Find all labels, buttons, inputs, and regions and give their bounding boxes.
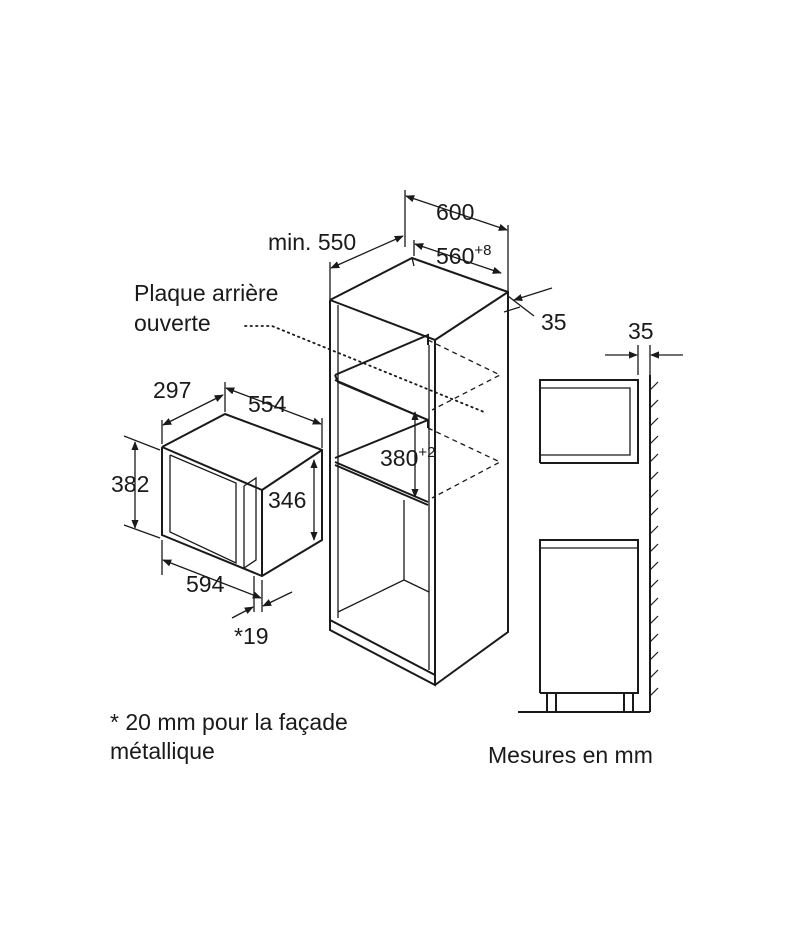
label-382: 382 (111, 471, 149, 497)
wall-hatch (649, 381, 659, 697)
footnote-line-2: métallique (110, 738, 215, 764)
label-600: 600 (436, 199, 474, 225)
units-note: Mesures en mm (488, 742, 653, 768)
label-back-plate-2: ouverte (134, 310, 211, 336)
label-554: 554 (248, 391, 287, 417)
footnote-line-1: * 20 mm pour la façade (110, 709, 348, 735)
back-plate-leader (244, 325, 485, 413)
label-297: 297 (153, 377, 191, 403)
microwave (161, 412, 323, 578)
label-min-550: min. 550 (268, 229, 356, 255)
tall-cabinet (329, 256, 509, 687)
label-back-plate-1: Plaque arrière (134, 280, 278, 306)
label-346: 346 (268, 487, 306, 513)
dimension-labels: 600 min. 550 560+8 35 35 Plaque arrière … (111, 199, 654, 649)
label-35-top: 35 (541, 309, 567, 335)
label-19: *19 (234, 623, 269, 649)
label-35-side: 35 (628, 318, 654, 344)
notes: * 20 mm pour la façade métallique Mesure… (110, 709, 653, 768)
side-view (518, 345, 683, 713)
label-594: 594 (186, 571, 225, 597)
label-380: 380+2 (380, 444, 435, 471)
dimension-lines (123, 190, 553, 619)
label-560: 560+8 (436, 242, 491, 269)
